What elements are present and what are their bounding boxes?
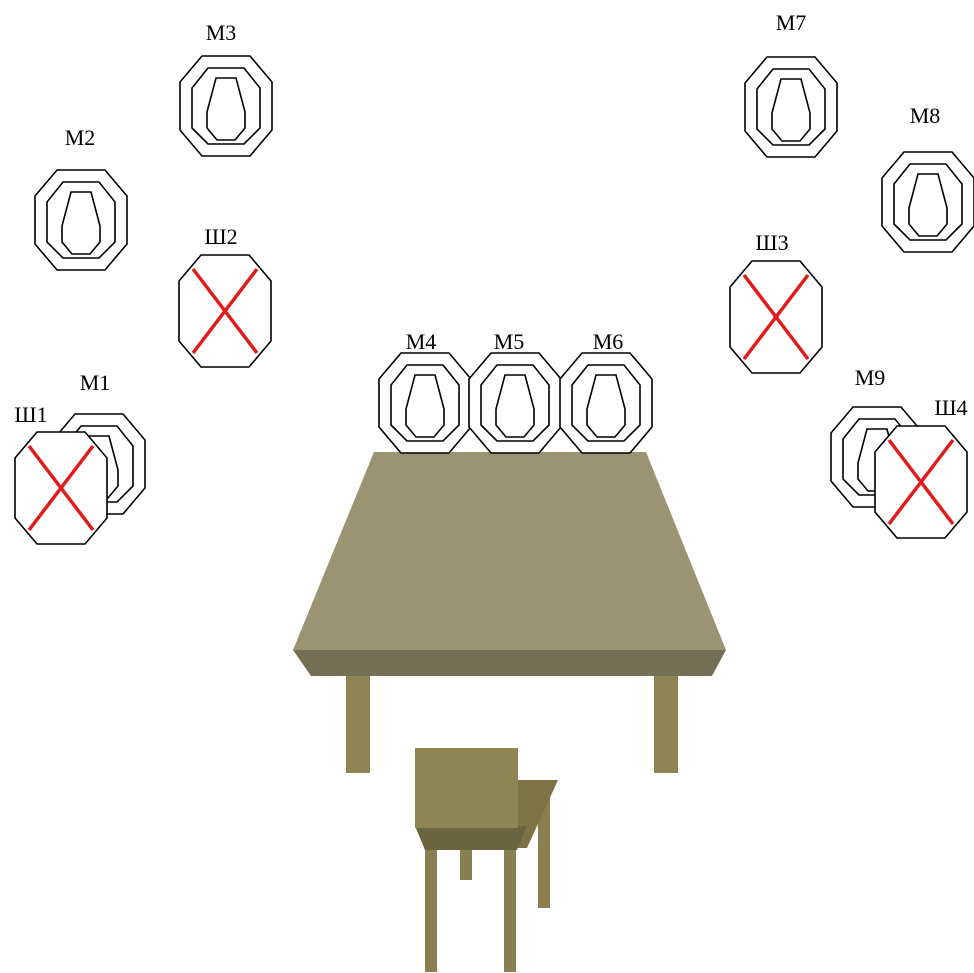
target-sh1 [13,430,109,546]
label-m8: М8 [910,103,941,128]
silhouette-target-icon [559,352,653,454]
target-m4 [378,352,472,454]
table-leg-left [346,672,370,773]
chair-back-leg-right [538,790,550,908]
silhouette-target-icon [744,56,838,158]
silhouette-target-icon [881,151,974,253]
crossed-target-icon [873,424,969,540]
label-m1: М1 [80,370,111,395]
target-m7 [744,56,838,158]
target-m6 [559,352,653,454]
label-m4: М4 [406,329,437,354]
table-front-edge [293,650,726,676]
label-sh3: Ш3 [755,230,788,255]
table-top [293,452,726,650]
label-m2: М2 [65,125,96,150]
target-m5 [468,352,562,454]
silhouette-target-icon [34,169,128,271]
chair-front-leg-right [504,845,516,972]
target-m2 [34,169,128,271]
silhouette-target-icon [468,352,562,454]
target-sh2 [177,253,273,369]
label-m6: М6 [593,329,624,354]
label-m7: М7 [776,10,807,35]
label-sh4: Ш4 [934,395,967,420]
table [293,452,726,773]
target-m8 [881,151,974,253]
target-sh3 [728,259,824,375]
table-leg-right [654,672,678,773]
label-m5: М5 [494,329,525,354]
target-m3 [179,55,273,157]
silhouette-target-icon [378,352,472,454]
chair-seat-edge [415,826,527,850]
chair-side-panel [518,780,558,848]
crossed-target-icon [728,259,824,375]
target-sh4 [873,424,969,540]
chair [415,748,558,972]
chair-front-leg-left [425,845,437,972]
chair-back [415,748,518,828]
label-sh1: Ш1 [14,402,47,427]
crossed-target-icon [13,430,109,546]
silhouette-target-icon [179,55,273,157]
label-m3: М3 [206,20,237,45]
label-sh2: Ш2 [204,224,237,249]
crossed-target-icon [177,253,273,369]
label-m9: М9 [855,365,886,390]
